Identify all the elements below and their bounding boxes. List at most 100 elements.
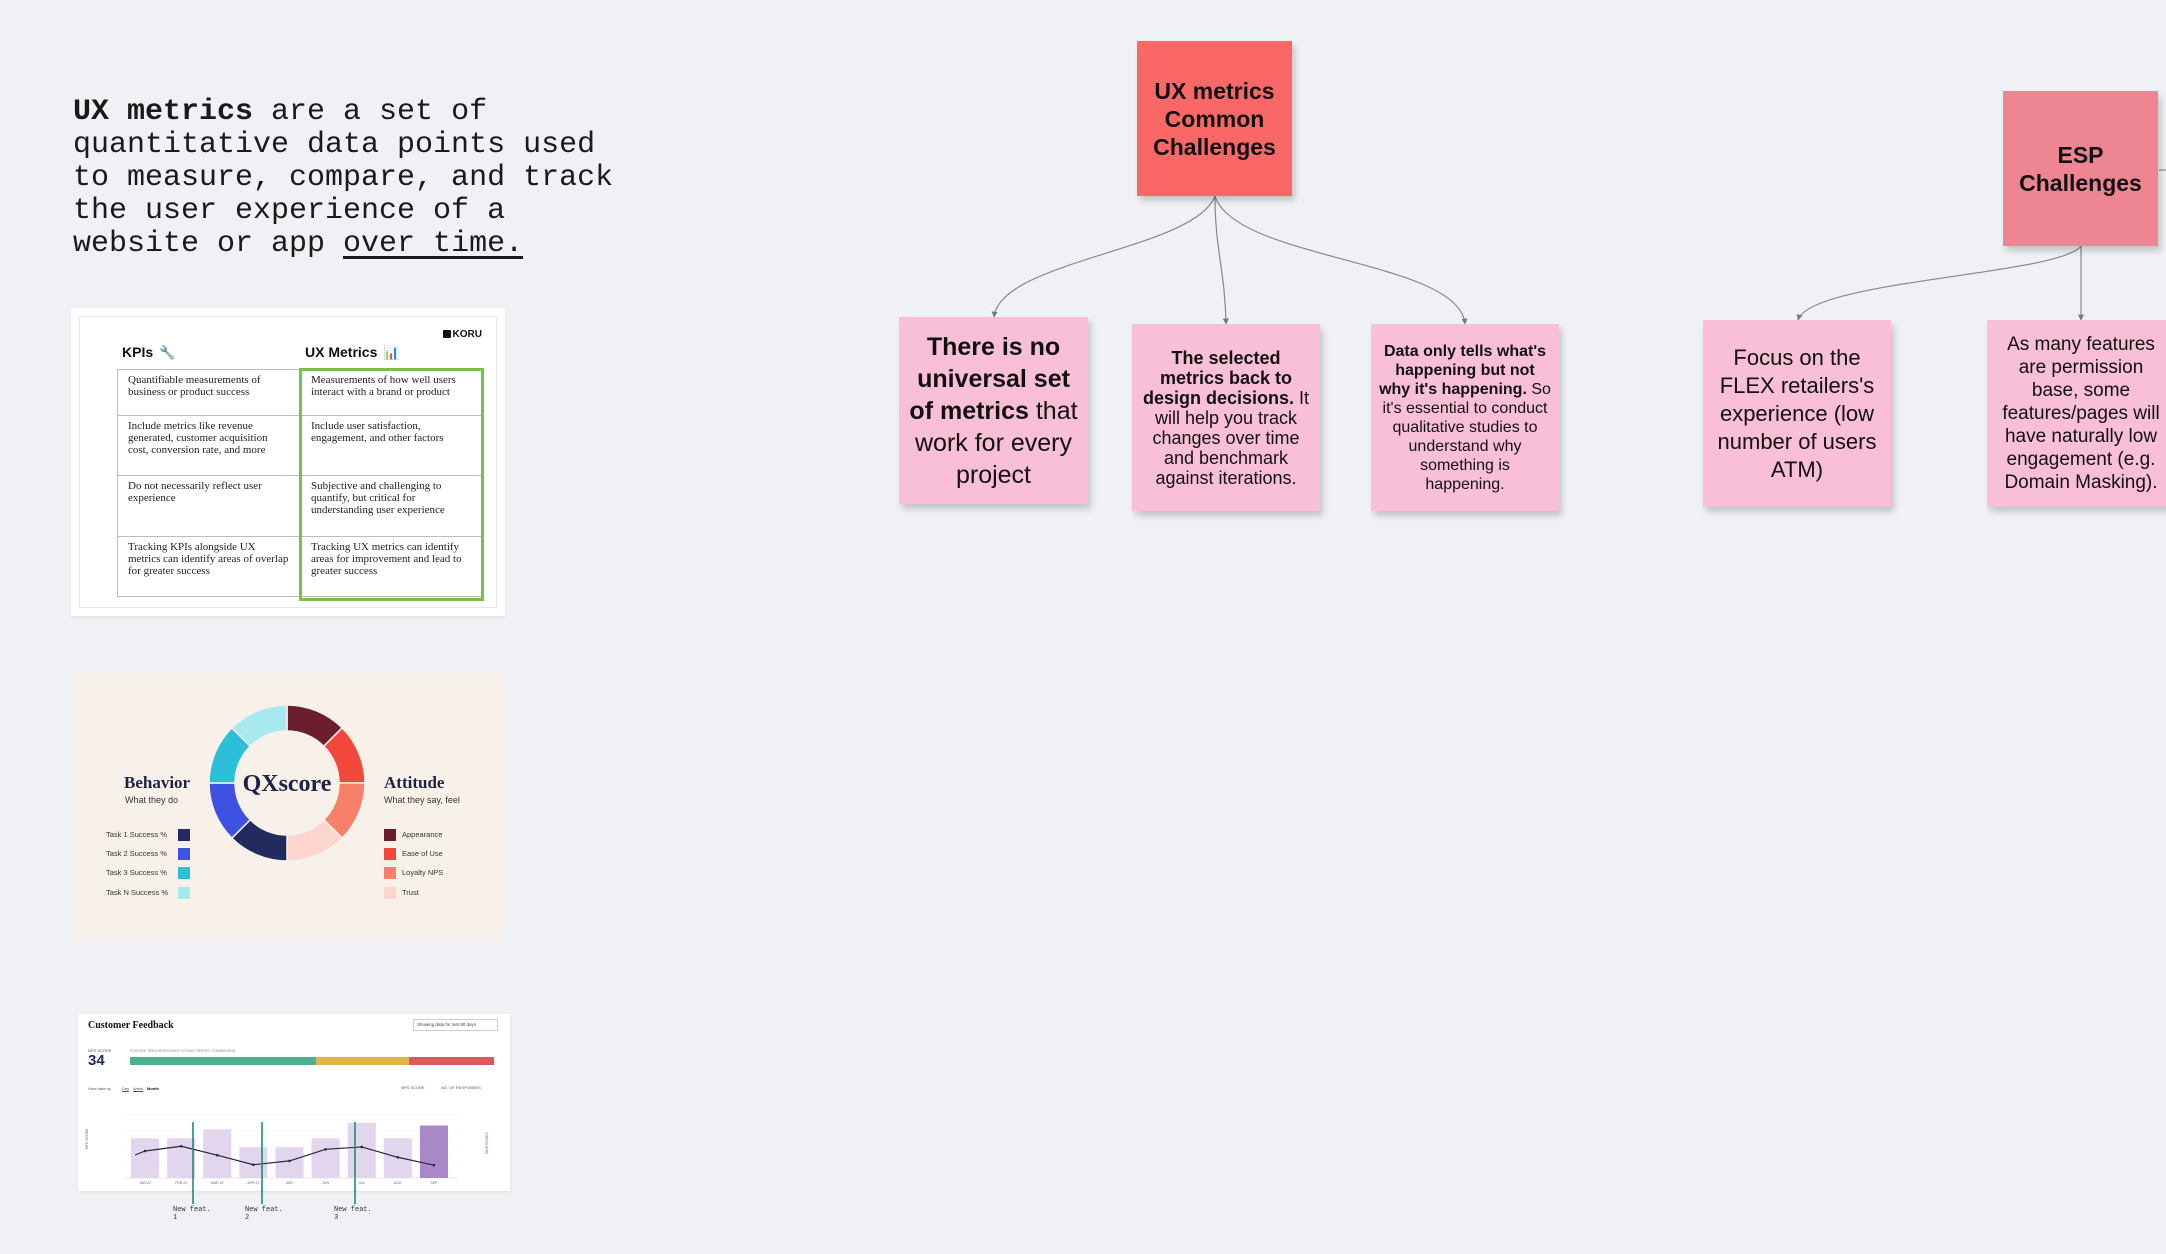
sticky-text: As many features are permission base, so… (2002, 334, 2160, 493)
legend-label: Task N Success % (106, 888, 169, 897)
view-week[interactable]: Week (133, 1086, 144, 1091)
marker-label-3: New feat. 3 (334, 1206, 372, 1222)
qxscore-donut: QXscore (208, 704, 366, 862)
customer-feedback-image[interactable]: Customer Feedback Showing data for last … (78, 1014, 510, 1191)
intro-text: UX metrics are a set of quantitative dat… (73, 96, 633, 261)
view-label: View data by (88, 1086, 111, 1091)
nps-point (143, 1149, 147, 1153)
y-axis-label-left: NPS SCORE (85, 1128, 89, 1149)
legend-swatch (384, 887, 396, 899)
month-label: JUL (359, 1181, 365, 1185)
behavior-subtitle: What they do (125, 795, 179, 805)
connector[interactable] (1214, 195, 1468, 325)
legend-swatch (384, 848, 396, 860)
connector[interactable] (1796, 245, 2082, 321)
month-label: JAN 22 (139, 1181, 151, 1185)
legend-label: Ease of Use (402, 849, 443, 858)
chart-icon: 📊 (383, 345, 400, 360)
legend-swatch (384, 867, 396, 879)
marker-label-1: New feat. 1 (173, 1206, 211, 1222)
legend-label: Trust (402, 888, 419, 897)
ux-metrics-heading: UX Metrics📊 (305, 344, 400, 361)
legend-label: Task 1 Success % (106, 830, 167, 839)
sticky-flex-retailers[interactable]: Focus on the FLEX retailers's experience… (1703, 320, 1891, 507)
esp-challenges-header[interactable]: ESP Challenges (2003, 91, 2158, 246)
nps-point (324, 1147, 327, 1151)
legend-item: Task 2 Success % (106, 848, 167, 860)
nps-score-value: 34 (88, 1052, 105, 1069)
behavior-title: Behavior (124, 773, 191, 792)
month-label: MAR 22 (211, 1181, 224, 1185)
view-day[interactable]: Day (122, 1086, 130, 1091)
ux-cell: Include user satisfaction, engagement, a… (300, 415, 484, 476)
kpi-card-frame: KORU KPIs 🔧 UX Metrics📊 Quantifiable meas… (79, 316, 497, 608)
legend-item: Trust (402, 887, 419, 899)
qxscore-image[interactable]: QXscore Behavior What they do Attitude W… (73, 673, 503, 940)
koru-logo: KORU (442, 329, 482, 340)
nps-line (134, 1145, 435, 1166)
y-axis-label-right: RESPONSES (485, 1132, 489, 1154)
ux-challenges-header[interactable]: UX metrics Common Challenges (1137, 41, 1292, 196)
attitude-subtitle: What they say, feel (384, 795, 460, 805)
donut-segment (230, 704, 288, 748)
sticky-text: So it's essential to conduct qualitative… (1382, 380, 1551, 493)
view-month[interactable]: Month (147, 1086, 159, 1091)
legend-swatch (178, 867, 190, 879)
intro-bold: UX metrics (73, 95, 254, 129)
ux-column-highlight (299, 368, 484, 601)
neutral-segment (316, 1057, 409, 1065)
table-row: Tracking KPIs alongside UX metrics can i… (117, 536, 484, 597)
legend-responses: NO. OF RESPONSES (441, 1085, 481, 1090)
kpi-cell: Include metrics like revenue generated, … (117, 415, 301, 476)
legend-swatch (384, 829, 396, 841)
nps-point (215, 1153, 219, 1157)
legend-label: Appearance (402, 830, 443, 839)
month-label: APR 22 (247, 1181, 259, 1185)
month-label: MAY (286, 1181, 294, 1185)
sticky-text: Focus on the FLEX retailers's experience… (1717, 344, 1877, 482)
response-bar (131, 1138, 160, 1178)
esp-challenges-header-text: ESP Challenges (2019, 141, 2142, 196)
wrench-icon: 🔧 (159, 345, 176, 360)
sticky-bold-text: The selected metrics back to design deci… (1142, 347, 1294, 408)
nps-point (360, 1145, 364, 1149)
kpi-cell: Tracking KPIs alongside UX metrics can i… (117, 536, 301, 597)
sticky-text: that work for every project (915, 396, 1078, 489)
sticky-metrics-design-decisions[interactable]: The selected metrics back to design deci… (1132, 324, 1320, 511)
kpis-heading-text: KPIs (122, 344, 154, 360)
sticky-bold-text: There is no universal set of metrics (909, 332, 1070, 425)
negative-segment (409, 1057, 494, 1065)
month-label: SEP (430, 1181, 438, 1185)
legend-swatch (178, 848, 190, 860)
legend-nps: NPS SCORE (401, 1085, 425, 1090)
intro-body: are a set of quantitative data points us… (73, 95, 614, 261)
bar-caption: POSITIVE OPEN RESPONSES VS PAST REPORT C… (130, 1049, 236, 1053)
legend-label: Task 2 Success % (106, 849, 167, 858)
kpi-vs-ux-image[interactable]: KORU KPIs 🔧 UX Metrics📊 Quantifiable meas… (71, 308, 505, 616)
month-label: AUG (394, 1181, 402, 1185)
response-bar (275, 1147, 304, 1178)
legend-swatch (178, 887, 190, 899)
intro-underlined: over time. (343, 227, 524, 261)
sticky-data-why[interactable]: Data only tells what's happening but not… (1371, 324, 1559, 511)
table-row: Quantifiable measurements of business or… (117, 369, 484, 416)
month-label: FEB 22 (175, 1181, 187, 1185)
koru-brand: KORU (452, 329, 482, 340)
kpis-heading: KPIs 🔧 (122, 344, 175, 361)
nps-score-label: NPS SCORE (88, 1048, 112, 1053)
connector[interactable] (991, 195, 1216, 318)
date-range-select[interactable]: Showing data for last 90 days (413, 1019, 498, 1031)
legend-label: Loyalty NPS (402, 868, 444, 877)
response-bar (167, 1138, 196, 1178)
nps-point (396, 1155, 400, 1159)
sticky-bold-text: Data only tells what's happening but not… (1379, 342, 1547, 398)
marker-label-2: New feat. 2 (245, 1206, 283, 1222)
legend-item: Loyalty NPS (402, 867, 443, 879)
connector[interactable] (1214, 195, 1229, 325)
sticky-no-universal-metrics[interactable]: There is no universal set of metrics tha… (899, 317, 1088, 504)
legend-swatch (178, 829, 190, 841)
ux-challenges-header-text: UX metrics Common Challenges (1153, 77, 1276, 160)
sticky-permission-features[interactable]: As many features are permission base, so… (1987, 320, 2166, 507)
